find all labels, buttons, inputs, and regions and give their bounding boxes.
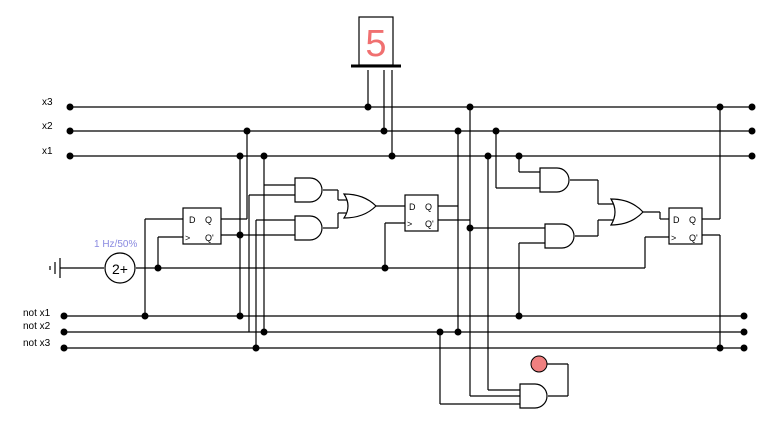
ff3-clk-label: > — [671, 233, 676, 243]
and-gate-5 — [519, 383, 548, 409]
and-gate-3 — [539, 167, 570, 193]
bus-label-x2: x2 — [42, 121, 53, 132]
ff2-d-label: D — [409, 202, 416, 212]
bus-label-x1: x1 — [42, 146, 53, 157]
display-digit: 5 — [365, 23, 386, 65]
flip-flop-1: D Q > Q' — [182, 207, 222, 245]
clock-symbol: 2+ — [112, 261, 128, 277]
ff2-q-label: Q — [425, 202, 432, 212]
seven-segment-display: 5 — [351, 16, 401, 68]
led-indicator — [530, 355, 548, 373]
junctions — [60, 103, 756, 352]
ff3-qbar-label: Q' — [689, 233, 698, 243]
bus-label-not-x3: not x3 — [23, 338, 51, 349]
or-gate-2 — [609, 198, 644, 226]
ff2-clk-label: > — [407, 219, 412, 229]
ff1-d-label: D — [189, 215, 196, 225]
bus-label-x3: x3 — [42, 97, 53, 108]
ff1-qbar-label: Q' — [205, 233, 214, 243]
bus-label-not-x1: not x1 — [23, 308, 51, 319]
bus-label-not-x2: not x2 — [23, 321, 51, 332]
ff3-d-label: D — [673, 215, 680, 225]
ff3-q-label: Q — [689, 215, 696, 225]
ff1-q-label: Q — [205, 215, 212, 225]
flip-flop-2: D Q > Q' — [404, 194, 439, 232]
and-gate-4 — [544, 223, 575, 249]
and-gate-2 — [294, 215, 323, 241]
clock-label: 1 Hz/50% — [94, 239, 137, 250]
or-gate-1 — [342, 193, 377, 219]
clock-source[interactable]: 2+ — [104, 252, 136, 284]
ff2-qbar-label: Q' — [425, 219, 434, 229]
flip-flop-3: D Q > Q' — [668, 207, 703, 245]
and-gate-1 — [294, 177, 323, 203]
ff1-clk-label: > — [185, 233, 190, 243]
